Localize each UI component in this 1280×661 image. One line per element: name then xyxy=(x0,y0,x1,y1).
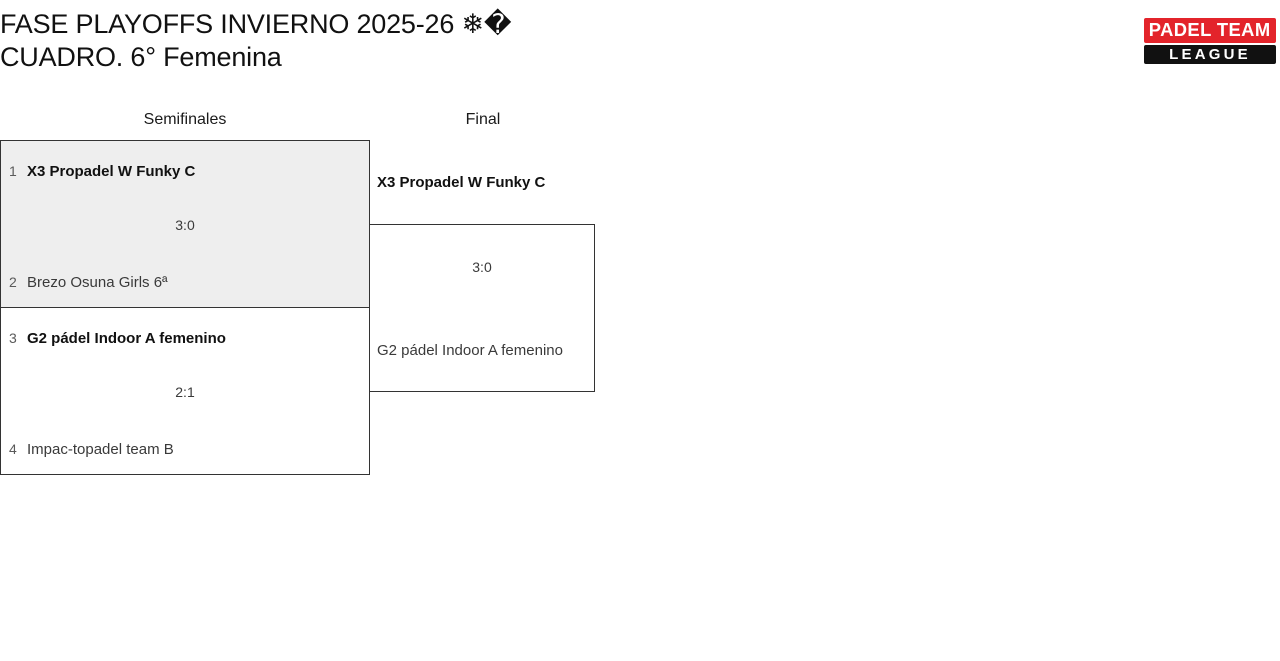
team-name: Brezo Osuna Girls 6ª xyxy=(27,273,168,291)
padel-team-league-logo: PADEL TEAM LEAGUE xyxy=(1144,18,1276,64)
match-team-row-bottom[interactable]: 2 Brezo Osuna Girls 6ª xyxy=(1,271,369,293)
final-team-top: X3 Propadel W Funky C xyxy=(377,174,546,191)
final-match-score: 3:0 xyxy=(472,259,492,275)
match-team-row-bottom[interactable]: 4 Impac-topadel team B xyxy=(1,438,369,460)
match-team-row-top[interactable]: 3 G2 pádel Indoor A femenino xyxy=(1,327,369,349)
team-seed: 1 xyxy=(9,163,17,179)
logo-bottom-text: LEAGUE xyxy=(1169,46,1251,63)
match-score: 3:0 xyxy=(175,217,195,233)
page-header: FASE PLAYOFFS INVIERNO 2025-26 ❄� CUADRO… xyxy=(0,0,1280,92)
round-header-final: Final xyxy=(465,111,501,128)
round-header-semifinales: Semifinales xyxy=(143,111,227,128)
logo-top-band: PADEL TEAM xyxy=(1144,18,1276,43)
match-final[interactable] xyxy=(369,224,595,392)
team-seed: 2 xyxy=(9,274,17,290)
page-title: FASE PLAYOFFS INVIERNO 2025-26 ❄� CUADRO… xyxy=(0,9,512,72)
final-team-bottom: G2 pádel Indoor A femenino xyxy=(377,342,563,359)
logo-top-text: PADEL TEAM xyxy=(1149,20,1271,40)
match-semifinal-2[interactable]: 3 G2 pádel Indoor A femenino 2:1 4 Impac… xyxy=(0,307,370,475)
match-score: 2:1 xyxy=(175,384,195,400)
match-team-row-top[interactable]: 1 X3 Propadel W Funky C xyxy=(1,160,369,182)
team-name: Impac-topadel team B xyxy=(27,440,174,458)
match-semifinal-1[interactable]: 1 X3 Propadel W Funky C 3:0 2 Brezo Osun… xyxy=(0,140,370,308)
team-name: X3 Propadel W Funky C xyxy=(27,162,196,180)
team-seed: 3 xyxy=(9,330,17,346)
logo-bottom-band: LEAGUE xyxy=(1144,45,1276,64)
team-seed: 4 xyxy=(9,441,17,457)
team-name: G2 pádel Indoor A femenino xyxy=(27,329,226,347)
